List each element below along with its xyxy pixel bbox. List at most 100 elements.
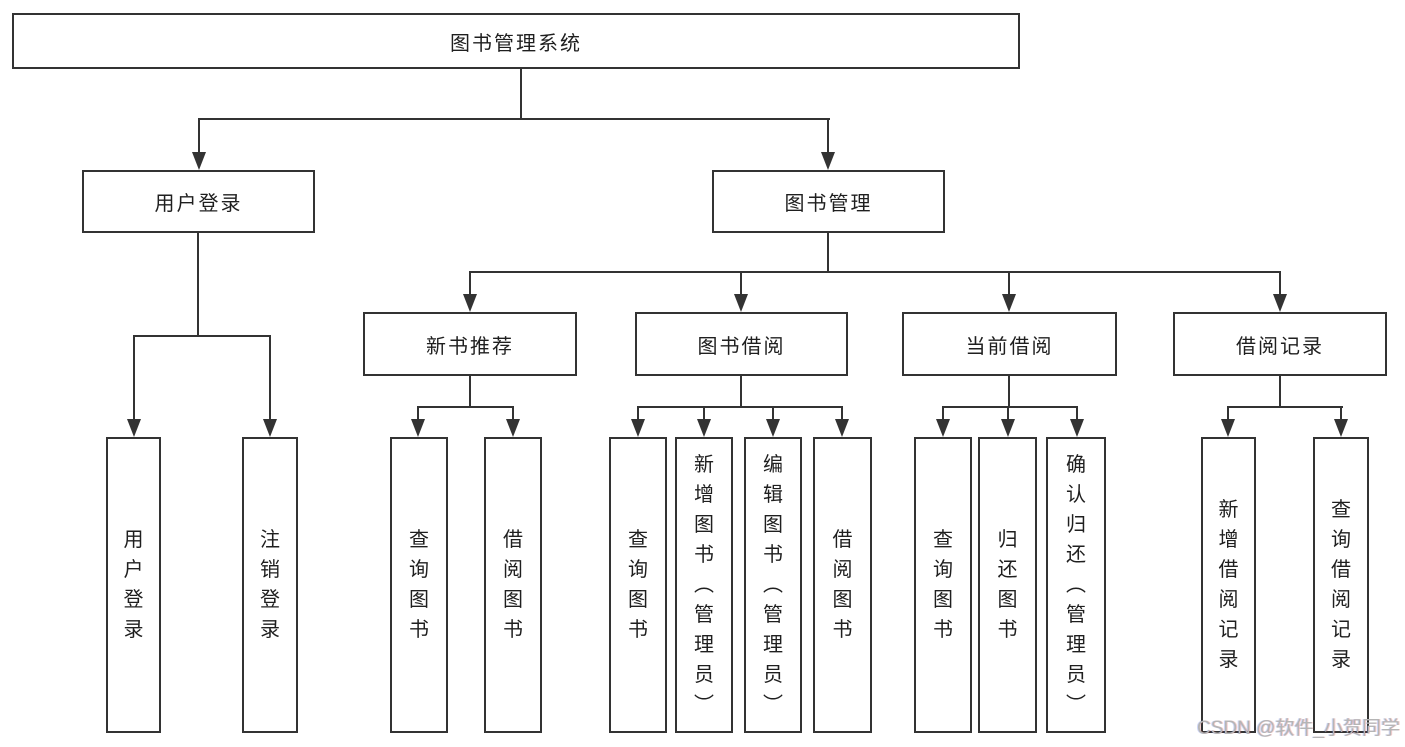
connector-line [827, 233, 829, 273]
vertical-char: 书 [409, 619, 429, 641]
vertical-char: 借 [1218, 559, 1239, 581]
vertical-char: 录 [123, 619, 144, 641]
vertical-char: 编 [763, 454, 783, 476]
connector-line [740, 271, 742, 294]
node-library-management-system: 图书管理系统 [12, 13, 1020, 69]
connector-line [512, 406, 514, 419]
vertical-char: 录 [1218, 649, 1239, 671]
vertical-char: 查 [1331, 499, 1351, 521]
connector-line [469, 271, 471, 294]
vertical-char: 确 [1066, 454, 1086, 476]
vertical-char: 图 [933, 589, 953, 611]
connector-line [1008, 271, 1010, 294]
vertical-char: 录 [260, 619, 280, 641]
vertical-char: ︵ [763, 574, 783, 596]
vertical-char: 图 [503, 589, 523, 611]
vertical-char: 图 [694, 514, 714, 536]
connector-line [520, 69, 522, 118]
arrowhead-down-icon [263, 419, 277, 437]
vertical-char: 登 [123, 589, 144, 611]
vertical-char: 归 [1066, 514, 1086, 536]
connector-line [1340, 406, 1342, 419]
vertical-char: 员 [1066, 664, 1086, 686]
connector-line [417, 406, 514, 408]
node-borrowing-records: 借阅记录 [1173, 312, 1387, 376]
arrowhead-down-icon [1334, 419, 1348, 437]
connector-line [1008, 376, 1010, 406]
vertical-char: 询 [933, 559, 953, 581]
leaf-borrow-books: 借阅图书 [813, 437, 872, 733]
leaf-query-borrow-record: 查询借阅记录 [1313, 437, 1369, 733]
vertical-char: 阅 [1331, 589, 1351, 611]
arrowhead-down-icon [766, 419, 780, 437]
leaf-borrow-books-recommend: 借阅图书 [484, 437, 542, 733]
vertical-char: 还 [997, 559, 1018, 581]
vertical-char: 认 [1066, 484, 1086, 506]
connector-line [133, 335, 135, 419]
vertical-char: 书 [997, 619, 1018, 641]
vertical-char: 增 [694, 484, 714, 506]
leaf-logout: 注销登录 [242, 437, 298, 733]
vertical-char: 查 [933, 529, 953, 551]
vertical-char: 阅 [1218, 589, 1239, 611]
vertical-char: ︶ [694, 694, 714, 716]
connector-line [469, 271, 1281, 273]
arrowhead-down-icon [1221, 419, 1235, 437]
vertical-char: 图 [409, 589, 429, 611]
vertical-char: 销 [260, 559, 280, 581]
connector-line [1279, 271, 1281, 294]
leaf-confirm-return-admin: 确认归还︵管理员︶ [1046, 437, 1106, 733]
vertical-char: 借 [1331, 559, 1351, 581]
vertical-char: 登 [260, 589, 280, 611]
node-current-borrowing: 当前借阅 [902, 312, 1117, 376]
arrowhead-down-icon [1070, 419, 1084, 437]
vertical-char: 录 [1331, 649, 1351, 671]
vertical-char: 新 [694, 454, 714, 476]
arrowhead-down-icon [127, 419, 141, 437]
vertical-char: 阅 [503, 559, 523, 581]
vertical-char: 书 [694, 544, 714, 566]
connector-line [942, 406, 944, 419]
vertical-char: 归 [997, 529, 1018, 551]
arrowhead-down-icon [835, 419, 849, 437]
vertical-char: 书 [503, 619, 523, 641]
node-user-login: 用户登录 [82, 170, 315, 233]
vertical-char: 还 [1066, 544, 1086, 566]
leaf-user-login: 用户登录 [106, 437, 161, 733]
vertical-char: 书 [763, 544, 783, 566]
arrowhead-down-icon [192, 152, 206, 170]
vertical-char: 理 [763, 634, 783, 656]
vertical-char: 管 [694, 604, 714, 626]
vertical-char: ︵ [1066, 574, 1086, 596]
vertical-char: 新 [1218, 499, 1239, 521]
arrowhead-down-icon [1001, 419, 1015, 437]
csdn-watermark: CSDN @软件_小贺同学 [1197, 718, 1400, 739]
arrowhead-down-icon [936, 419, 950, 437]
vertical-char: ︵ [694, 574, 714, 596]
leaf-edit-book-admin: 编辑图书︵管理员︶ [744, 437, 802, 733]
connector-line [198, 118, 830, 120]
vertical-char: 辑 [763, 484, 783, 506]
arrowhead-down-icon [463, 294, 477, 312]
arrowhead-down-icon [631, 419, 645, 437]
arrowhead-down-icon [411, 419, 425, 437]
leaf-add-book-admin: 新增图书︵管理员︶ [675, 437, 733, 733]
leaf-add-borrow-record: 新增借阅记录 [1201, 437, 1256, 733]
vertical-char: 图 [628, 589, 648, 611]
vertical-char: 阅 [832, 559, 853, 581]
leaf-query-books-current: 查询图书 [914, 437, 972, 733]
arrowhead-down-icon [506, 419, 520, 437]
node-book-borrowing: 图书借阅 [635, 312, 848, 376]
connector-line [703, 406, 705, 419]
vertical-char: 员 [694, 664, 714, 686]
vertical-char: 书 [832, 619, 853, 641]
arrowhead-down-icon [1273, 294, 1287, 312]
connector-line [637, 406, 843, 408]
connector-line [942, 406, 1078, 408]
vertical-char: 管 [763, 604, 783, 626]
connector-line [133, 335, 271, 337]
vertical-char: 户 [123, 559, 144, 581]
vertical-char: 员 [763, 664, 783, 686]
vertical-char: ︶ [1066, 694, 1086, 716]
